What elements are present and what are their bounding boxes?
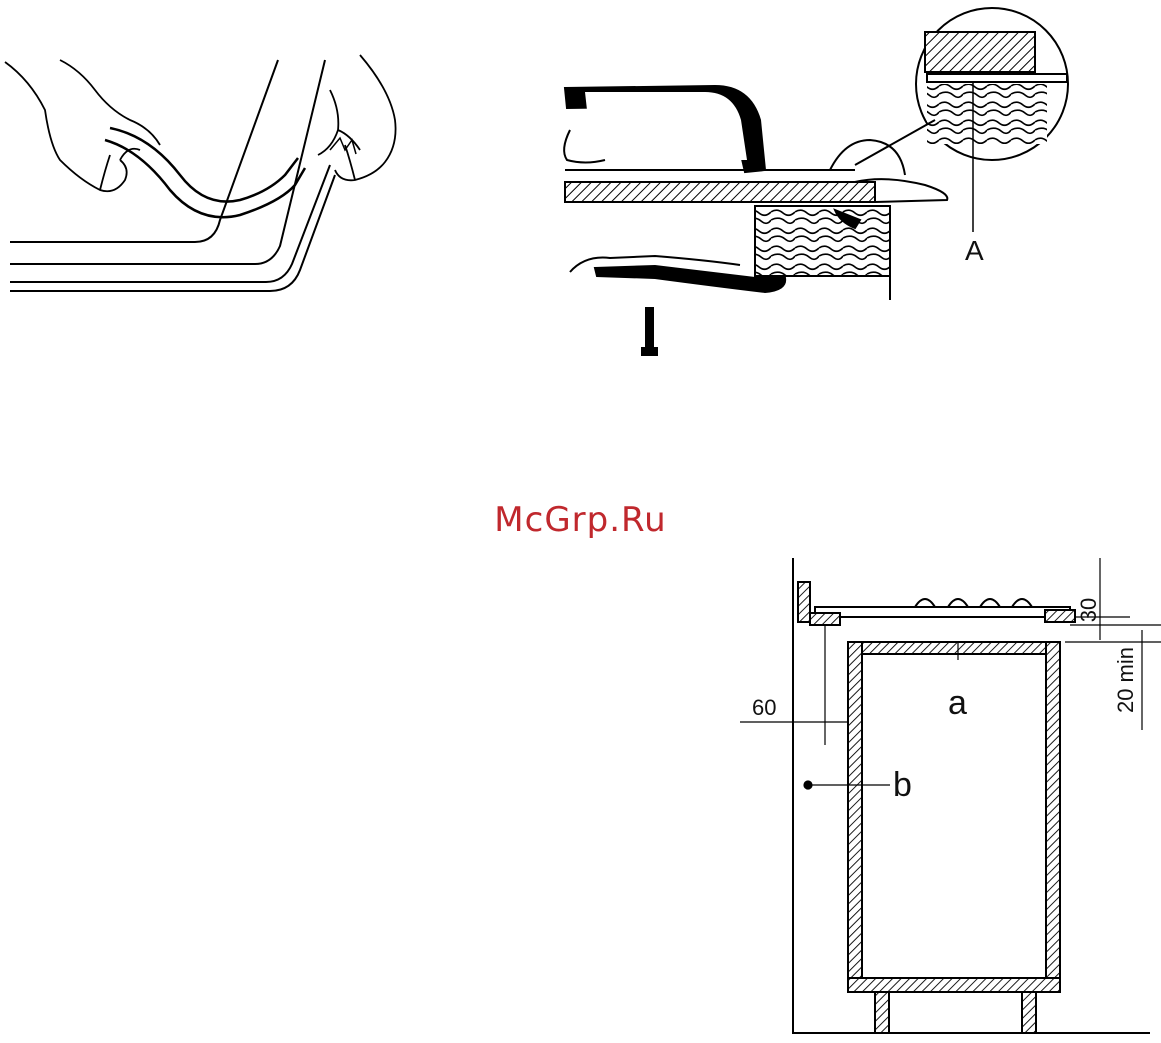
cabinet-left [848, 642, 862, 992]
watermark-text: McGrp.Ru [0, 500, 1161, 540]
dim-side-60: 60 [752, 695, 776, 720]
cabinet-top [848, 642, 1060, 654]
hob [815, 607, 1070, 617]
cabinet-leg-right [1022, 992, 1036, 1033]
callout-label-a: A [965, 235, 984, 266]
cabinet-right [1046, 642, 1060, 992]
burners [915, 599, 1032, 607]
hob-plate [565, 182, 875, 202]
label-b: b [893, 766, 912, 804]
dim-gap-20min: 20 min [1113, 647, 1138, 713]
label-a: a [948, 684, 967, 722]
right-hand [318, 55, 396, 180]
seal-strip-illustration [0, 50, 410, 310]
worktop [755, 206, 890, 276]
fixing-screw [642, 308, 657, 355]
dim-top-30: 30 [1076, 598, 1101, 622]
cabinet-leg-left [875, 992, 889, 1033]
sealing-strip [105, 140, 305, 217]
upstand [798, 582, 810, 622]
cabinet-bottom [848, 978, 1060, 992]
left-hand [5, 60, 160, 191]
wall-and-floor [793, 558, 1150, 1033]
fixing-clamp-detail: A [555, 10, 1161, 370]
cabinet-installation-section: 30 20 min 60 a b [730, 555, 1161, 1043]
